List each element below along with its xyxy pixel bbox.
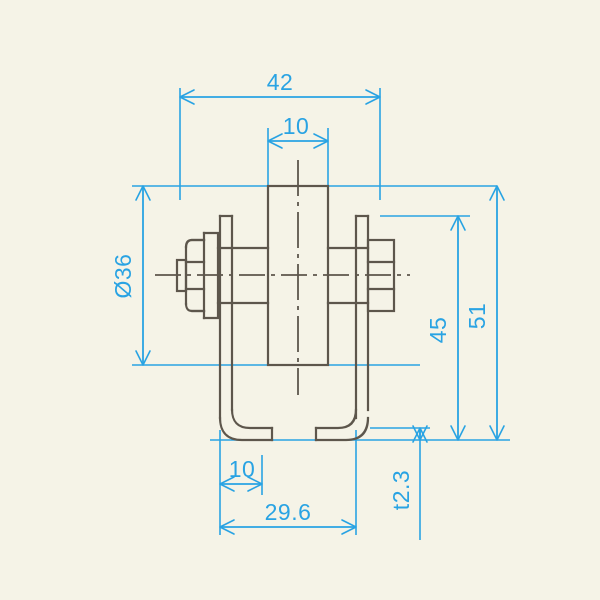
- arrow-42-right: [365, 89, 381, 105]
- dim-label-10-top: 10: [283, 113, 310, 139]
- arrow-d36-bottom: [135, 350, 151, 366]
- arrow-51-top: [489, 185, 505, 201]
- dimension-labels-group: 42 10 Ø36 45 51 10 29.6 t2.3: [110, 69, 490, 525]
- bracket-left-foot-outer: [218, 416, 274, 442]
- arrow-10bot-right: [247, 476, 263, 492]
- dim-label-t23: t2.3: [388, 470, 414, 510]
- bolt-head-bottom-round: [184, 302, 206, 313]
- dim-label-296: 29.6: [265, 499, 312, 525]
- dim-label-42: 42: [267, 69, 294, 95]
- arrow-t23-bottom: [412, 425, 428, 441]
- arrow-296-left: [219, 519, 235, 535]
- arrow-10top-right: [313, 133, 329, 149]
- arrow-296-right: [341, 519, 357, 535]
- dim-label-51: 51: [464, 303, 490, 330]
- bolt-head-top-round: [184, 238, 206, 249]
- arrow-10bot-left: [219, 476, 235, 492]
- arrow-42-left: [179, 89, 195, 105]
- arrow-51-bottom: [489, 425, 505, 441]
- dim-label-d36: Ø36: [110, 254, 136, 299]
- dimension-lines-group: [135, 89, 505, 535]
- bracket-left-foot-inner: [230, 408, 274, 430]
- dim-label-10-bottom: 10: [229, 456, 256, 482]
- arrow-45-bottom: [450, 425, 466, 441]
- arrow-10top-left: [267, 133, 283, 149]
- dim-label-45: 45: [425, 317, 451, 344]
- arrow-t23-top: [412, 427, 428, 443]
- bracket-right-foot-inner: [314, 408, 358, 430]
- center-lines-group: [155, 160, 410, 395]
- arrow-45-top: [450, 215, 466, 231]
- arrow-d36-top: [135, 185, 151, 201]
- bracket-right-foot-outer: [314, 416, 370, 442]
